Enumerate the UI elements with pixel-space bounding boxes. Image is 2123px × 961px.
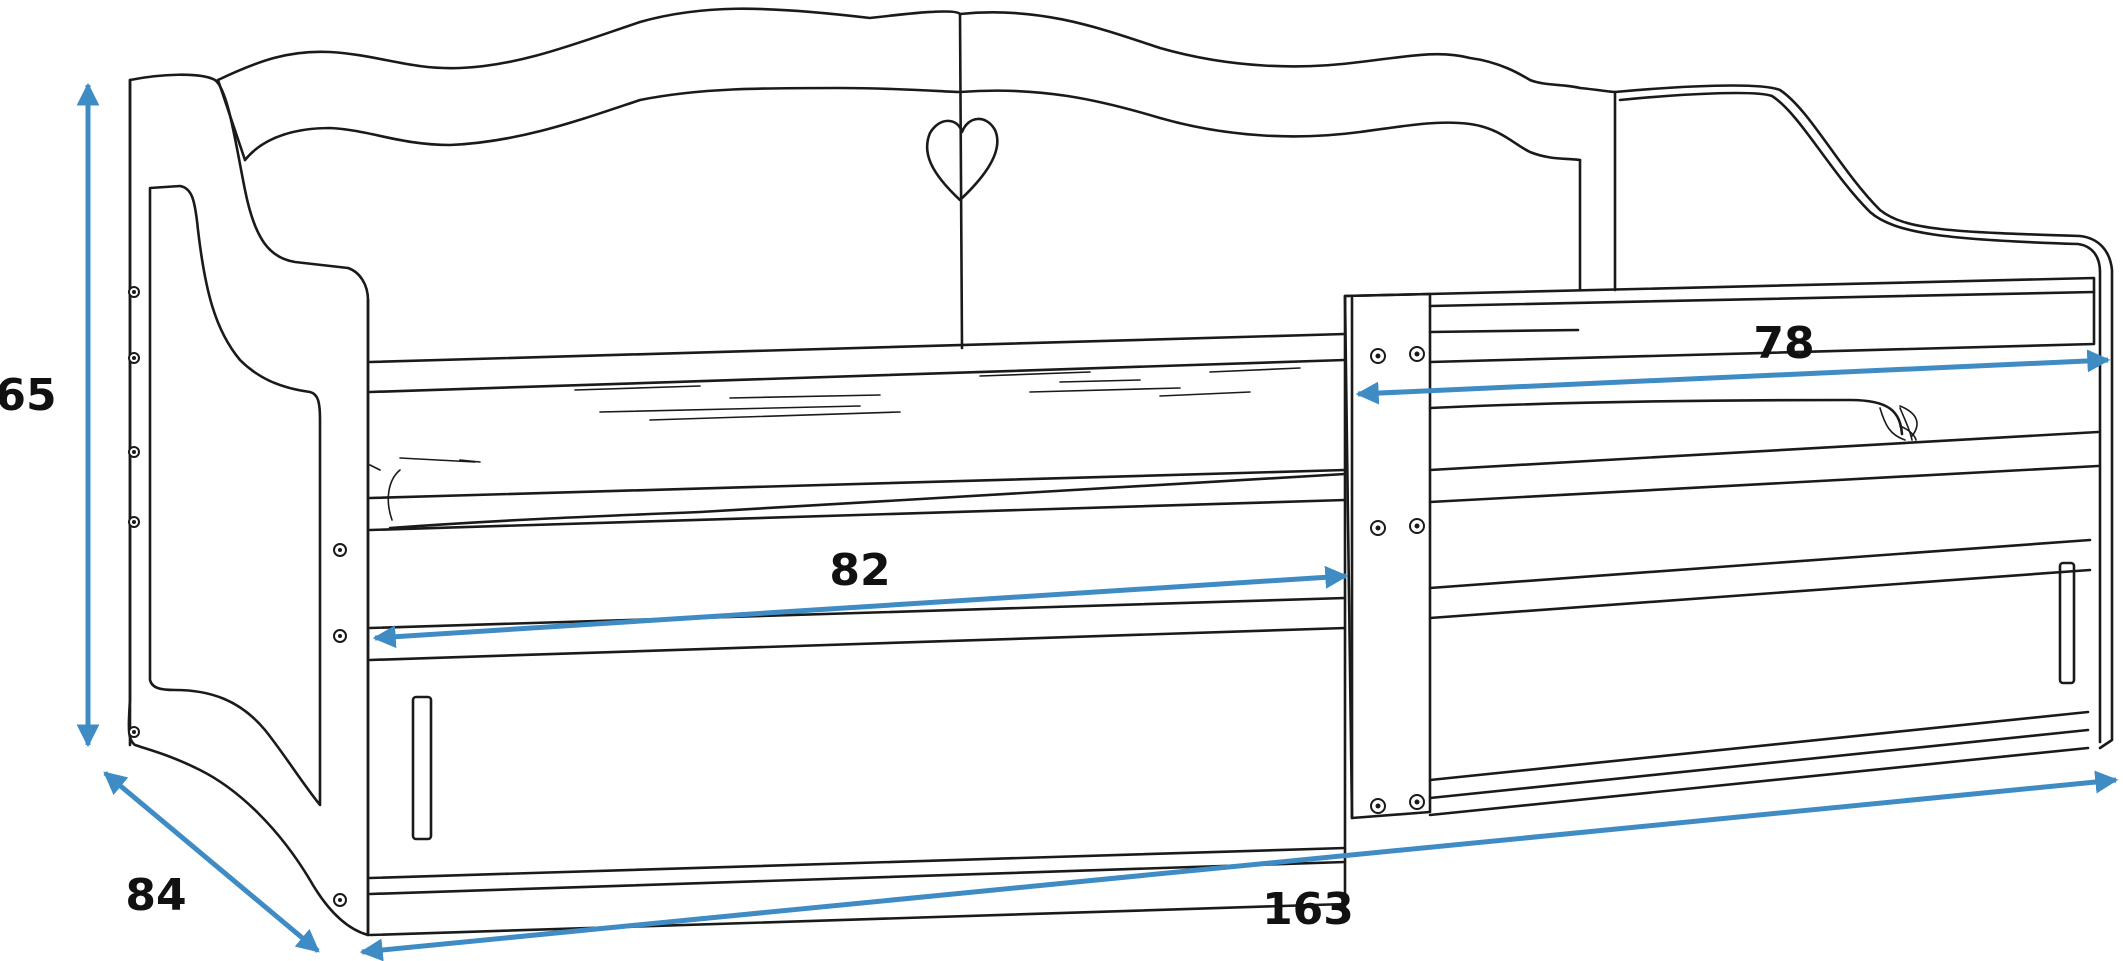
length-dimension-arrow: [359, 770, 2119, 961]
mattress-left-bulge: [369, 464, 401, 521]
mattress-top-front: [368, 358, 1347, 394]
mattress-top-back: [368, 332, 1347, 364]
right-armrest: [1613, 84, 2114, 750]
heart-cutout: [925, 117, 999, 202]
mattress-lower-edge: [388, 472, 1347, 530]
mattress-right-fold: [1879, 407, 1913, 441]
depth-label: 84: [125, 870, 186, 921]
mattress-right-crease: [1899, 405, 1918, 441]
length-label: 163: [1262, 884, 1354, 935]
right-bottom-rail: [1428, 710, 2090, 800]
mattress-front-right: [1428, 398, 1904, 436]
bed-drawing: [127, 7, 2114, 937]
guard-post-screws: [1370, 346, 1425, 814]
guard-rail-upper-inner: [1428, 290, 2096, 308]
guard-length-label: 78: [1753, 318, 1814, 369]
front-top-rail: [368, 468, 1347, 532]
guard-post: [1343, 292, 1432, 820]
right-drawer-handle: [2058, 561, 2076, 685]
inner-length-dimension-arrow: [372, 565, 1349, 649]
backrest-inner-edge: [243, 86, 1582, 162]
mattress-top-back-right: [1428, 328, 1580, 334]
guard-rail-upper: [1343, 276, 2096, 364]
right-top-rail: [1428, 430, 2100, 504]
backrest-center-seam: [958, 12, 964, 350]
left-side-panel-inner-face: [148, 184, 322, 807]
front-lower-edge: [368, 902, 1347, 937]
height-label: 65: [0, 370, 57, 421]
dimension-lines: [76, 82, 2119, 961]
guard-length-dimension-arrow: [1355, 349, 2111, 405]
left-drawer-handle: [411, 695, 433, 841]
dimension-labels: 65 84 163 82 78: [0, 318, 1815, 935]
backrest-outer-edge: [216, 7, 1617, 94]
right-lower-edge: [1428, 746, 2090, 817]
right-armrest-inner: [1618, 91, 2102, 744]
left-panel-screws: [128, 286, 347, 907]
depth-dimension-arrow: [103, 771, 320, 953]
left-side-panel-outer: [127, 73, 370, 937]
right-middle-rail: [1428, 538, 2092, 620]
inner-length-label: 82: [829, 545, 890, 596]
mattress-texture: [399, 367, 1301, 463]
